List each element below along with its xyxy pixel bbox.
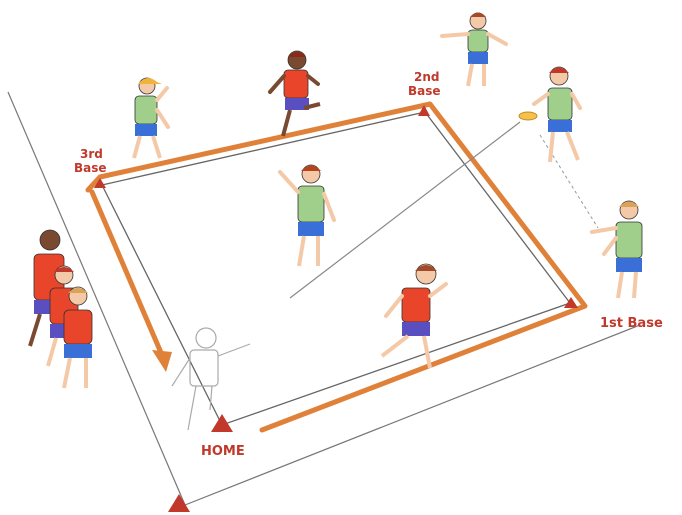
cone-home [211, 414, 233, 432]
cones [94, 105, 578, 512]
fielder-center [280, 165, 334, 266]
frisbee-path [540, 135, 598, 228]
kicker-outline [172, 328, 250, 430]
fielder-third-base [134, 78, 168, 158]
runner-first [382, 264, 446, 368]
running-path [88, 104, 585, 430]
label-second-base-2: Base [408, 84, 441, 98]
path-arrowhead [152, 350, 172, 372]
label-first-base: 1st Base [600, 316, 663, 331]
frisbee [519, 112, 537, 120]
runner-second [270, 51, 320, 136]
waiting-team [30, 230, 92, 388]
fielder-thrower [534, 67, 580, 162]
fielder-first-base [592, 201, 642, 298]
label-third-base-1: 3rd [80, 147, 103, 161]
fielder-top-right [442, 13, 506, 87]
label-third-base-2: Base [74, 161, 107, 175]
throw-line [290, 122, 520, 298]
label-second-base-1: 2nd [414, 70, 439, 84]
cone-corner [168, 494, 190, 512]
label-home: HOME [201, 444, 245, 459]
